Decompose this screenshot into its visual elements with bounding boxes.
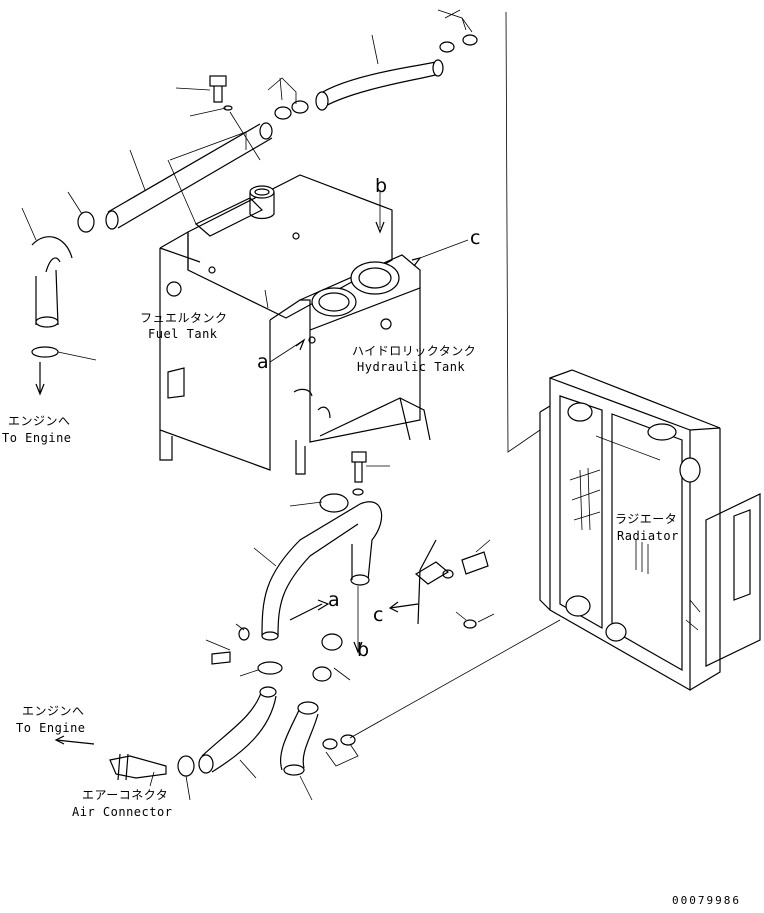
document-number: 00079986 (672, 894, 741, 907)
hydraulic-tank-label-en: Hydraulic Tank (357, 360, 466, 374)
left-elbow-hose (21, 207, 97, 396)
ref-a-lower: a (328, 589, 341, 611)
to-engine-upper-label-en: To Engine (2, 431, 72, 445)
radiator-label-jp: ラジエータ (615, 512, 678, 526)
ref-c-lower: c (373, 604, 384, 626)
lower-left-hoses (54, 619, 561, 801)
to-engine-lower-label-jp: エンジンへ (22, 704, 85, 718)
tank-body (159, 174, 469, 475)
bolt-and-washer-upper (175, 75, 261, 161)
fuel-tank-label-jp: フュエルタンク (140, 311, 228, 325)
upper-pipe (67, 122, 273, 233)
hydraulic-tank-label-jp: ハイドロリックタンク (352, 344, 477, 358)
to-engine-lower-label-en: To Engine (16, 721, 86, 735)
radiator-label-en: Radiator (617, 529, 679, 543)
ref-a-upper: a (257, 351, 270, 373)
upper-hose-assembly (267, 9, 478, 120)
to-engine-upper-label-jp: エンジンへ (8, 414, 71, 428)
air-connector-label-jp: エアーコネクタ (82, 788, 169, 802)
radiator-unit (539, 369, 761, 692)
air-connector-label-en: Air Connector (72, 805, 173, 819)
leader-to-radiator (505, 11, 541, 453)
ref-b-lower: b (357, 639, 370, 661)
fuel-tank-label-en: Fuel Tank (148, 327, 218, 341)
lower-pipes (205, 451, 495, 682)
ref-b-upper: b (375, 175, 388, 197)
ref-c-upper: c (470, 227, 481, 249)
